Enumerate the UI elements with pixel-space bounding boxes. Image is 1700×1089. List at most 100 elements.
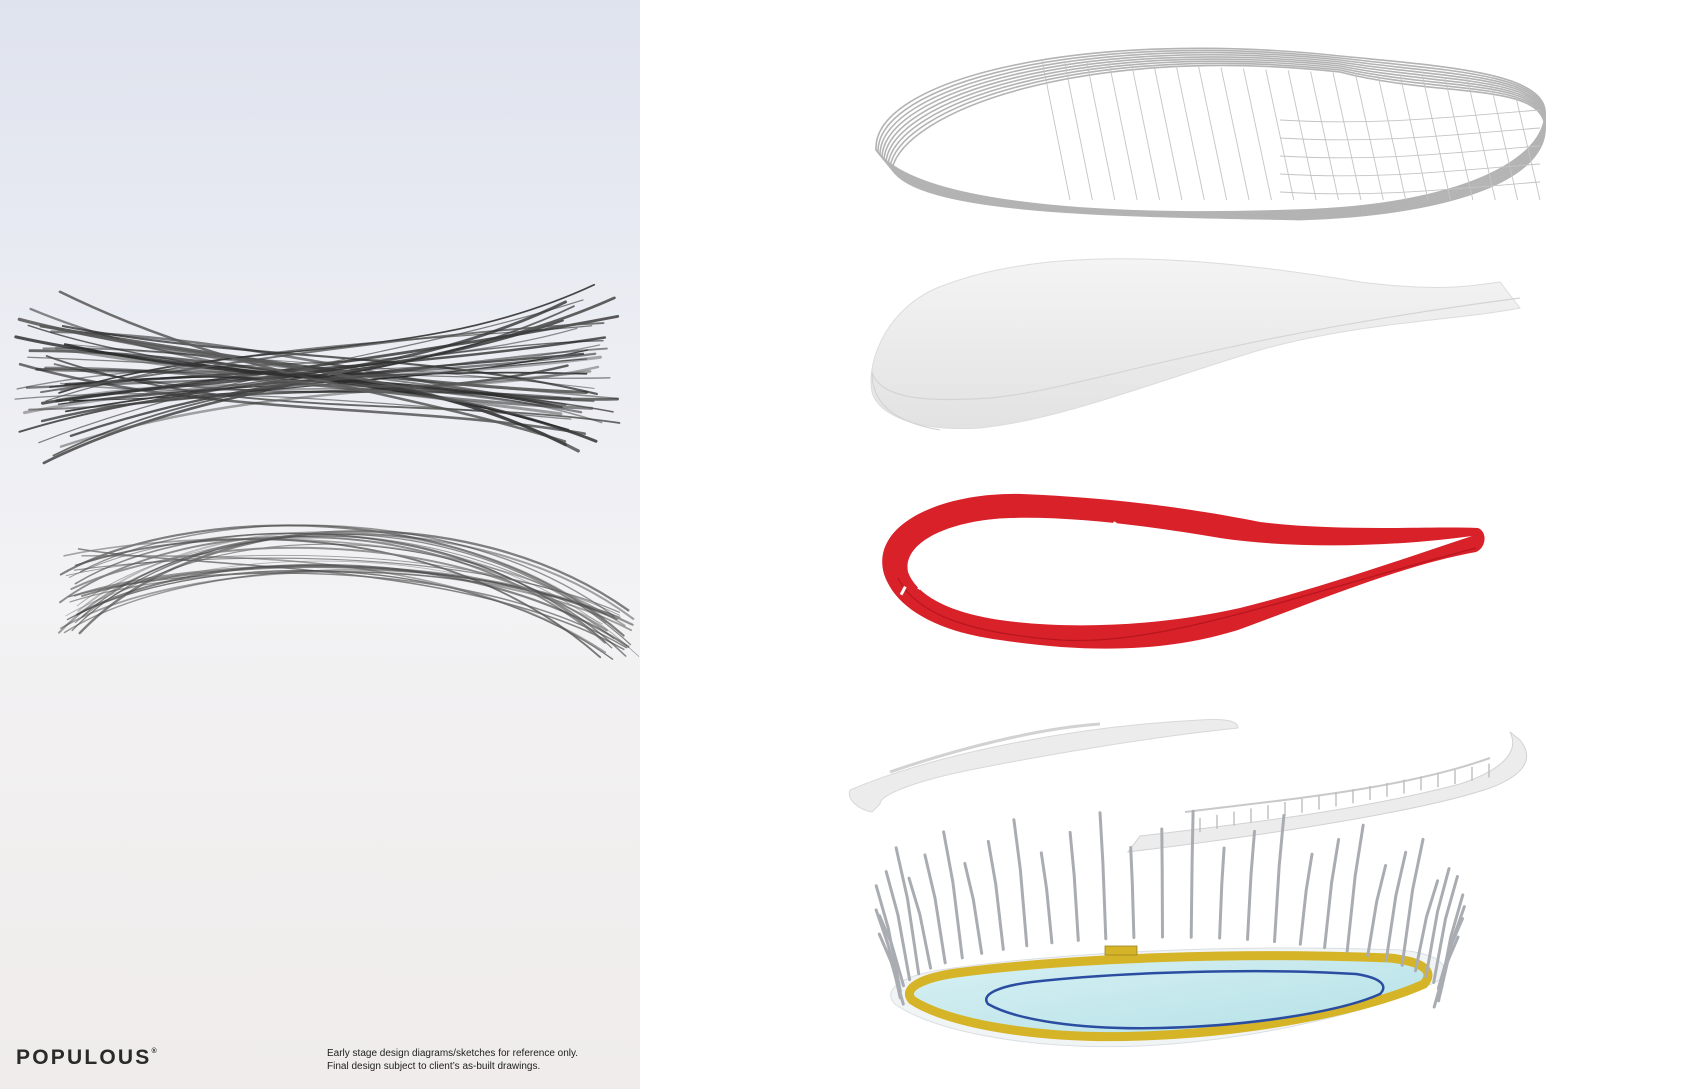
disclaimer-text: Early stage design diagrams/sketches for… — [327, 1047, 637, 1073]
structural-column — [884, 870, 912, 982]
pencil-stroke — [58, 283, 596, 394]
roof-grid-line — [1175, 65, 1205, 201]
roof-grid-line — [1279, 181, 1541, 195]
structural-column — [986, 839, 1005, 951]
roof-grid-line — [1279, 145, 1541, 159]
pencil-stroke — [70, 546, 608, 632]
ring-slot — [1092, 526, 1100, 536]
roof-grid-line — [1279, 127, 1541, 141]
structural-column — [1424, 867, 1451, 979]
roof-grid-line — [1444, 77, 1474, 201]
pencil-stroke — [16, 327, 578, 390]
roof-grid-line — [1489, 78, 1519, 201]
structural-column — [1432, 935, 1460, 1009]
structural-column — [1068, 830, 1080, 942]
pencil-stroke — [76, 537, 640, 657]
pencil-stroke — [78, 530, 630, 635]
roof-grid-line — [1086, 61, 1116, 201]
roof-grid-line — [1063, 60, 1093, 201]
roof-structure-layer — [875, 47, 1546, 221]
pencil-stroke — [59, 370, 592, 448]
structural-column — [1384, 850, 1408, 962]
pencil-stroke — [81, 533, 632, 646]
pencil-stroke — [38, 299, 584, 444]
ring-slot — [1057, 537, 1065, 547]
roof-grid-line — [1332, 72, 1362, 201]
pencil-stroke — [59, 535, 606, 644]
structural-column — [1218, 846, 1226, 940]
structural-column — [1039, 851, 1054, 945]
roof-ring-line — [891, 64, 1546, 221]
roof-grid-line — [1466, 77, 1496, 201]
roof-grid-line — [1220, 67, 1250, 201]
structural-column — [1323, 838, 1341, 949]
pencil-stroke — [80, 524, 615, 617]
ring-slot — [969, 564, 977, 574]
roof-grid-line — [1279, 163, 1541, 177]
pencil-stroke — [40, 322, 605, 394]
disclaimer-line-2: Final design subject to client’s as-buil… — [327, 1061, 541, 1072]
sketch-photo: POPULOUS® Early stage design diagrams/sk… — [0, 0, 640, 1089]
structural-column — [1298, 852, 1314, 946]
structural-column — [1366, 864, 1388, 957]
structural-column — [878, 914, 905, 988]
structural-column — [1160, 827, 1164, 939]
roof-grid-line — [1279, 109, 1541, 123]
ring-slot — [1004, 553, 1012, 563]
pencil-stroke — [40, 300, 568, 405]
roof-grid-line — [1422, 76, 1451, 201]
pencil-stroke — [58, 290, 567, 443]
structural-column — [1189, 809, 1195, 939]
roof-grid-line — [1242, 68, 1272, 201]
pencil-stroke — [76, 563, 630, 648]
ring-slot — [987, 559, 995, 569]
structural-column — [963, 861, 984, 955]
pencil-stroke — [80, 566, 618, 621]
pencil-stroke — [18, 362, 587, 435]
ring-slot — [952, 569, 960, 580]
ring-slot — [1022, 548, 1030, 558]
ring-slot — [1074, 532, 1082, 542]
structural-column — [1246, 829, 1256, 941]
ring-slot — [1109, 521, 1117, 531]
structural-column — [923, 853, 947, 965]
structural-column — [1098, 811, 1108, 941]
roof-grid-line — [1287, 70, 1317, 201]
ring-slot — [917, 580, 925, 590]
pencil-stroke — [74, 538, 602, 659]
ring-slot — [1039, 542, 1047, 553]
pencil-sketch — [14, 283, 640, 660]
disclaimer-line-1: Early stage design diagrams/sketches for… — [327, 1048, 579, 1059]
lower-sketch-strokes — [57, 524, 640, 660]
structural-column — [1129, 846, 1136, 939]
roof-grid-line — [1041, 59, 1071, 201]
roof-grid-line — [1108, 62, 1138, 201]
pencil-stroke — [57, 533, 635, 634]
roof-grid-line — [1511, 79, 1541, 201]
roof-grid-line — [1377, 74, 1407, 201]
structural-column — [874, 884, 902, 994]
structural-column — [1345, 823, 1365, 953]
pencil-stroke — [54, 346, 563, 416]
structural-column — [942, 830, 964, 960]
exploded-axonometric — [848, 47, 1546, 1048]
roof-grid-line — [1198, 66, 1228, 201]
rink-base-layer — [874, 809, 1466, 1048]
pencil-stroke — [73, 557, 621, 613]
structural-column — [1432, 875, 1459, 984]
roof-grid-line — [1131, 63, 1160, 201]
pencil-stroke — [35, 367, 567, 447]
roof-grid-line — [1354, 73, 1384, 201]
roof-cladding-layer — [870, 258, 1521, 431]
pencil-stroke — [59, 524, 625, 637]
structural-column — [894, 846, 921, 976]
pencil-stroke — [77, 531, 605, 619]
roof-grid-line — [1310, 71, 1340, 201]
structural-column — [907, 876, 933, 970]
roof-grid-line — [1153, 64, 1183, 201]
structural-column — [1414, 879, 1440, 973]
roof-grid-line — [1265, 69, 1295, 201]
pencil-stroke — [22, 355, 602, 415]
pencil-stroke — [71, 535, 613, 649]
seating-tiers-layer — [848, 719, 1528, 853]
